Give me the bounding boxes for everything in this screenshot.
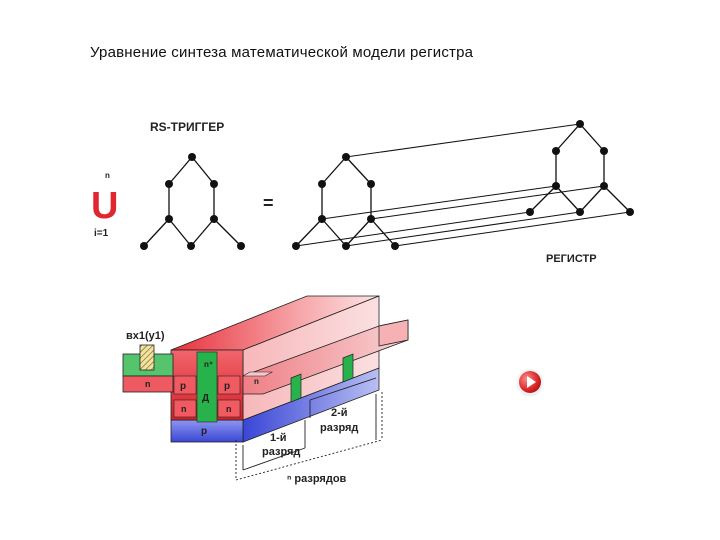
top-diagram: RS-ТРИГГЕР n U i=1 = <box>91 120 634 265</box>
green-column-2 <box>290 373 302 403</box>
digit1-label-line1: 1-й <box>270 432 287 444</box>
diode-label: Д <box>202 393 209 404</box>
diode-column <box>196 351 218 423</box>
register-back-graph <box>529 123 631 213</box>
page-title: Уравнение синтеза математической модели … <box>90 44 474 61</box>
register-front-graph <box>295 156 396 247</box>
n-label-right: n <box>226 404 232 414</box>
bottom-diagram: вх1(у1) n⁺ n p p Д n n p n 1-й разряд 2-… <box>122 295 409 485</box>
n-label-left: n <box>181 404 187 414</box>
play-icon[interactable] <box>519 371 541 393</box>
input-label: вх1(у1) <box>126 330 165 342</box>
union-superscript: n <box>105 171 110 180</box>
n-label-side: n <box>254 377 259 386</box>
digit2-label-line2: разряд <box>320 422 358 434</box>
register-back-nodes <box>526 120 634 216</box>
n-digits-label: ⁿ разрядов <box>287 473 347 485</box>
register-links <box>295 123 631 247</box>
rs-trigger-graph <box>143 156 242 247</box>
p-label-left: p <box>180 381 186 392</box>
register-front-nodes <box>292 153 399 250</box>
digit2-label-line1: 2-й <box>331 407 348 419</box>
n-label-input: n <box>145 379 151 389</box>
n-plus-label: n⁺ <box>204 360 213 369</box>
rs-trigger-label: RS-ТРИГГЕР <box>150 120 224 134</box>
input-n-region <box>122 375 174 393</box>
union-symbol: U <box>91 185 118 227</box>
union-subscript: i=1 <box>94 228 109 239</box>
p-label-substrate: p <box>201 426 207 437</box>
p-label-right: p <box>224 381 230 392</box>
rs-trigger-nodes <box>140 153 245 250</box>
digit1-label-line2: разряд <box>262 446 300 458</box>
dimension-lines <box>235 377 383 481</box>
electrode <box>139 344 155 371</box>
equals-sign: = <box>263 193 274 213</box>
green-column-3 <box>342 353 354 383</box>
register-label: РЕГИСТР <box>546 253 597 265</box>
